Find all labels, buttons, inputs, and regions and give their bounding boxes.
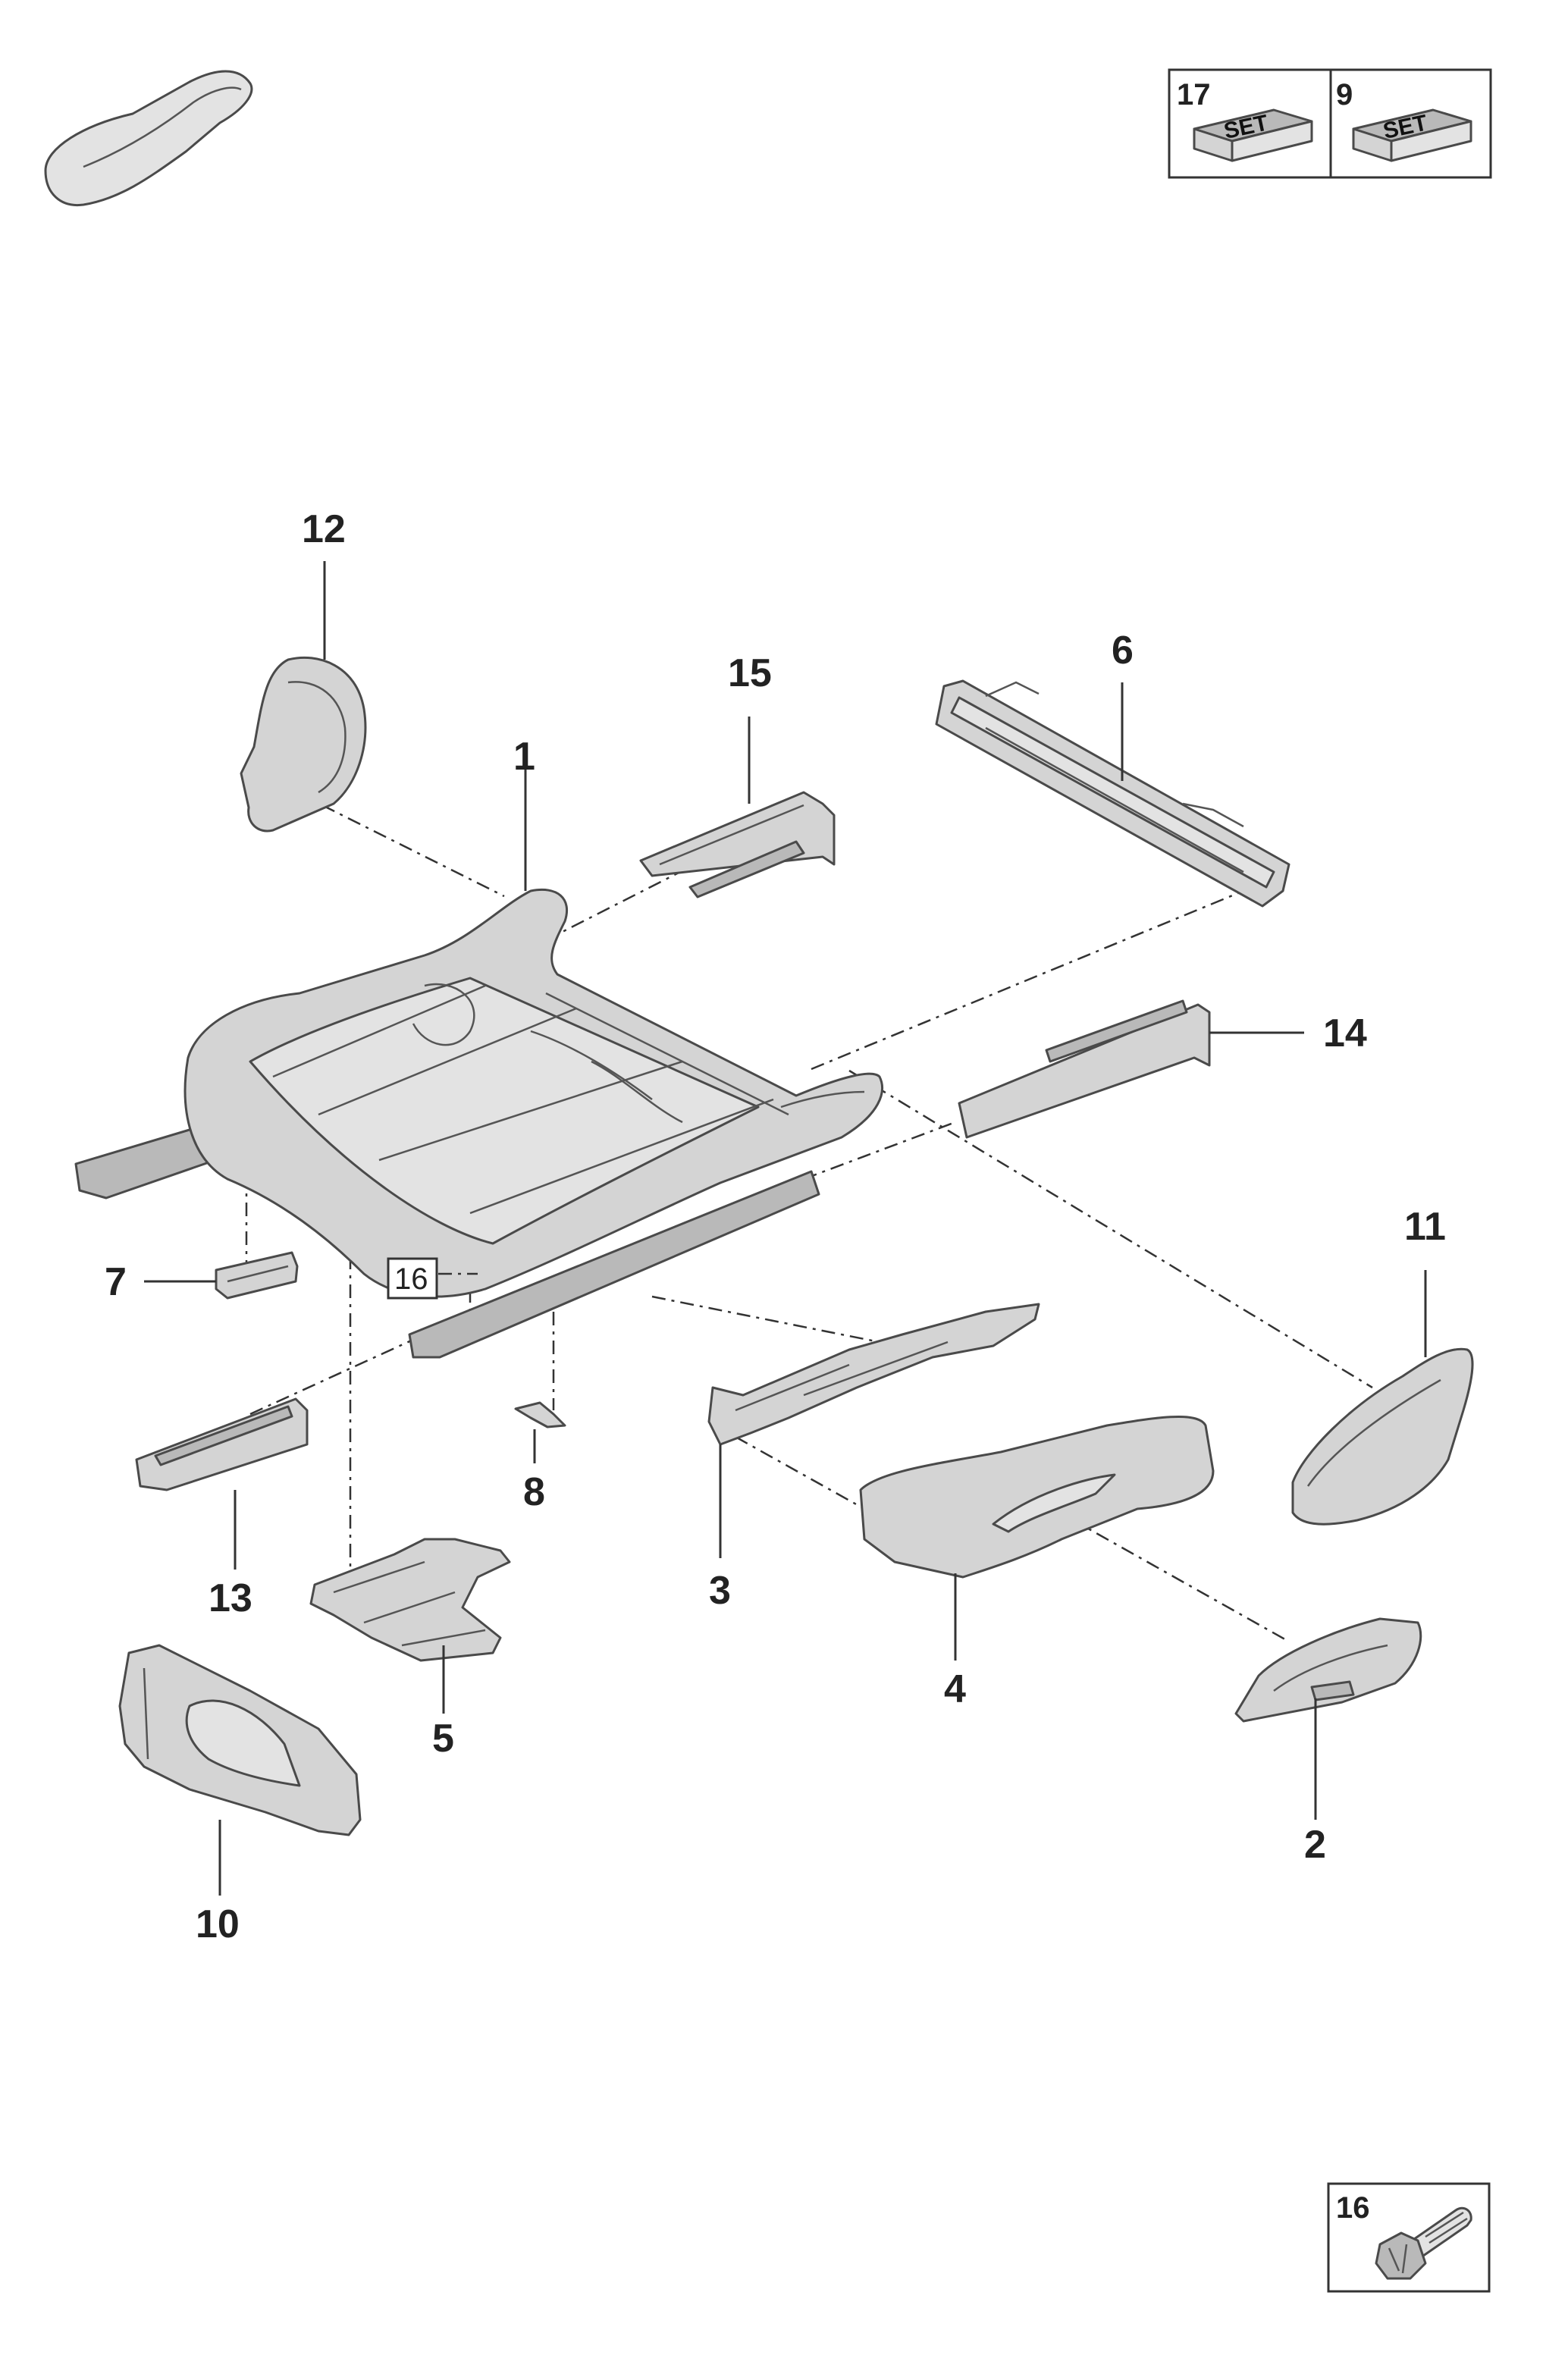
part-3-side-bracket — [707, 1303, 1040, 1446]
part-1-seat-frame — [74, 889, 883, 1359]
part-12-backrest-trim — [240, 656, 367, 833]
callout-5: 5 — [432, 1717, 454, 1761]
assembly-lines — [245, 804, 1373, 1643]
callout-7: 7 — [105, 1260, 127, 1304]
callout-14: 14 — [1323, 1011, 1367, 1055]
inline-reference-16: 16 — [387, 1257, 478, 1300]
screw-badge-number: 16 — [1336, 2191, 1370, 2225]
set-badge-9: 9 SET — [1336, 78, 1472, 162]
part-2-control-panel — [1234, 1617, 1422, 1723]
part-14-rail-cover — [958, 999, 1211, 1139]
part-13-rail-cover — [135, 1397, 309, 1491]
part-8-clip — [514, 1401, 566, 1428]
set-box-icon: SET — [1193, 108, 1313, 162]
inline-reference-number: 16 — [394, 1262, 428, 1296]
set-badge-number: 9 — [1336, 78, 1353, 111]
callout-numbers: 12 15 6 1 14 11 7 8 13 3 4 5 2 10 — [105, 507, 1446, 1946]
callout-4: 4 — [944, 1667, 966, 1711]
callout-12: 12 — [302, 507, 346, 551]
set-box-icon: SET — [1352, 108, 1472, 162]
set-badges: 17 SET 9 SET — [1168, 68, 1492, 179]
callout-8: 8 — [523, 1470, 545, 1514]
callout-2: 2 — [1304, 1823, 1326, 1867]
part-11-backrest-cover — [1291, 1347, 1474, 1526]
screw-badge: 16 — [1327, 2182, 1491, 2293]
part-7-bracket — [215, 1251, 299, 1300]
callout-6: 6 — [1112, 629, 1134, 673]
screw-icon — [1375, 2206, 1472, 2280]
callout-3: 3 — [709, 1569, 731, 1613]
callout-leaders — [144, 561, 1427, 1896]
callout-10: 10 — [196, 1902, 240, 1946]
part-4-side-trim — [859, 1416, 1215, 1579]
set-badge-number: 17 — [1177, 78, 1211, 111]
callout-11: 11 — [1404, 1205, 1446, 1249]
callout-13: 13 — [209, 1576, 252, 1620]
set-badge-17: 17 SET — [1177, 78, 1313, 162]
callout-1: 1 — [513, 735, 535, 779]
part-15-rail-cover — [639, 791, 836, 898]
part-6-seat-rail — [935, 679, 1290, 908]
part-5-mechanism-bracket — [309, 1538, 511, 1662]
part-10-front-trim — [118, 1644, 362, 1836]
callout-15: 15 — [728, 651, 772, 695]
car-silhouette-icon — [44, 70, 253, 207]
